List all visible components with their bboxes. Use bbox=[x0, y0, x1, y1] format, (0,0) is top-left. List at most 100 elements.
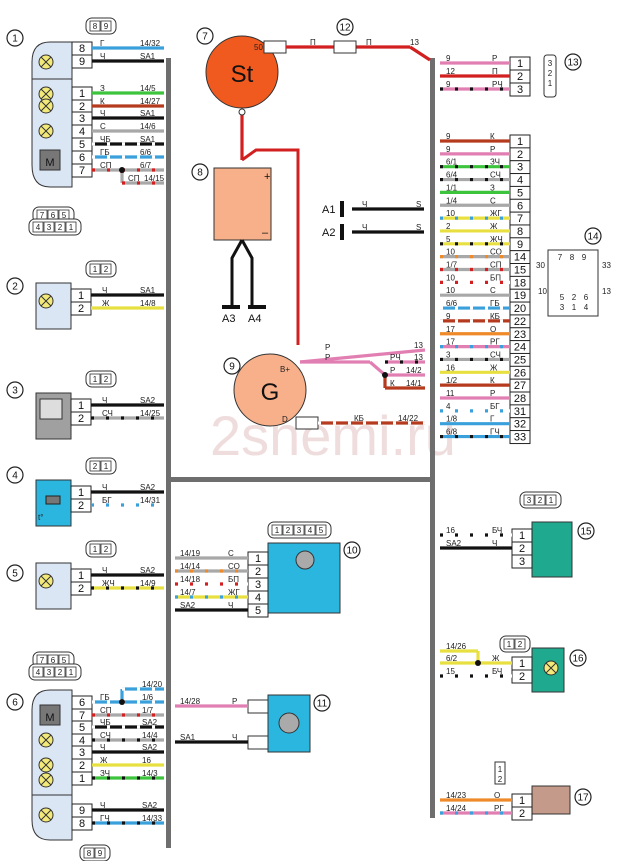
motor-label: M bbox=[45, 712, 54, 724]
comp6-plug-top-num: 6 bbox=[51, 656, 56, 665]
comp10-plug-cell bbox=[304, 524, 316, 536]
comp17-body bbox=[531, 785, 571, 815]
comp14-wire-src: 10 bbox=[446, 286, 455, 295]
comp13-wire-code: П bbox=[492, 67, 498, 76]
ground-label-A4: A4 bbox=[248, 313, 261, 325]
comp3-wire-code: Ч bbox=[102, 396, 107, 405]
gen-wire-code: РЧ bbox=[390, 353, 401, 362]
comp16-plug-cell bbox=[503, 638, 515, 650]
comp6-pin: 2 bbox=[79, 760, 85, 772]
comp2-plug-cell bbox=[100, 263, 112, 275]
comp10-wire-code: С bbox=[228, 549, 234, 558]
comp14-side: 30 bbox=[536, 261, 545, 270]
comp14-wire-code: БГ bbox=[490, 402, 500, 411]
comp17-wire-code: РГ bbox=[494, 804, 504, 813]
comp15-body bbox=[531, 521, 573, 578]
comp2-wire-dest: 14/8 bbox=[140, 299, 156, 308]
comp7-number: 7 bbox=[202, 32, 208, 43]
battery-ground-wires bbox=[230, 239, 254, 305]
comp13-wire-src: 9 bbox=[446, 80, 451, 89]
comp1-pin: 2 bbox=[79, 101, 85, 113]
comp1-pin: 7 bbox=[79, 165, 85, 177]
terminal-dot bbox=[238, 108, 246, 116]
comp14-plug-num: 9 bbox=[582, 253, 587, 262]
comp1-wire-code: СП bbox=[100, 161, 112, 170]
battery-minus: – bbox=[262, 227, 269, 239]
comp6-pin: 9 bbox=[79, 805, 85, 817]
comp14-pin: 18 bbox=[514, 277, 526, 289]
comp1-plug-main-bot-cell bbox=[65, 221, 77, 233]
comp14-pin: 32 bbox=[514, 419, 526, 431]
comp16-wire-code: БЧ bbox=[492, 667, 502, 676]
comp14-wire-code: С bbox=[490, 196, 496, 205]
comp3-wire-dest: 14/25 bbox=[140, 409, 161, 418]
starter-body bbox=[205, 35, 279, 109]
comp5-plug-num: 1 bbox=[93, 545, 98, 554]
comp3-number-circle bbox=[6, 381, 24, 399]
comp10-wire-code: БП bbox=[228, 575, 239, 584]
lamp-cross bbox=[40, 88, 52, 100]
comp15-plug-num: 1 bbox=[549, 496, 554, 505]
comp6-plug-top-num: 7 bbox=[40, 656, 45, 665]
fan-motor-icon bbox=[278, 712, 300, 734]
gen-wire-dest: 14/2 bbox=[406, 366, 422, 375]
comp5-wire-dest: 14/9 bbox=[140, 579, 156, 588]
comp14-wire-code: К bbox=[490, 132, 495, 141]
comp11-wire-src: SA1 bbox=[180, 733, 196, 742]
comp6-wire-dest: 14/3 bbox=[142, 769, 158, 778]
comp14-wire-src: 9 bbox=[446, 145, 451, 154]
comp6-plug-bottom-cell bbox=[94, 847, 106, 859]
comp6-plug-bot-cell bbox=[43, 666, 55, 678]
comp10-pin: 3 bbox=[255, 579, 261, 591]
comp6-wire-code: СЧ bbox=[100, 731, 111, 740]
gen-wire-code: Р bbox=[390, 366, 395, 375]
motor-icon bbox=[39, 149, 61, 171]
generator-d-terminal bbox=[295, 416, 319, 430]
comp2-plug-num: 1 bbox=[93, 265, 98, 274]
comp6-wire-code: ГБ bbox=[100, 693, 110, 702]
comp6-pin: 8 bbox=[79, 818, 85, 830]
comp1-wire-dest: 14/32 bbox=[140, 39, 161, 48]
comp2-plug-num: 2 bbox=[104, 265, 109, 274]
comp10-wire-code: СО bbox=[228, 562, 240, 571]
comp15-plug-cell bbox=[545, 494, 557, 506]
comp16-number: 16 bbox=[572, 654, 584, 665]
comp14-pin: 8 bbox=[517, 226, 523, 238]
comp6-number-circle bbox=[6, 693, 24, 711]
lamp-cross bbox=[545, 662, 557, 674]
comp14-wire-src: 9 bbox=[446, 132, 451, 141]
comp1-wire-dest: 14/6 bbox=[140, 122, 156, 131]
comp6-wire-dest: 14/4 bbox=[142, 731, 158, 740]
comp1-wire-dest: 14/5 bbox=[140, 84, 156, 93]
comp14-pin: 9 bbox=[517, 239, 523, 251]
comp1-wire-code: З bbox=[100, 84, 105, 93]
comp14-wire-src: 16 bbox=[446, 363, 455, 372]
lamp-cross bbox=[40, 100, 52, 112]
comp1-plug-main-top-num: 5 bbox=[62, 211, 67, 220]
comp1-pin: 4 bbox=[79, 126, 85, 138]
comp16-wire-code: Ж bbox=[492, 654, 500, 663]
comp16-wire-src: 15 bbox=[446, 667, 455, 676]
comp1-plug-main-top-num: 7 bbox=[40, 211, 45, 220]
comp1-wire-code: ГБ bbox=[100, 148, 110, 157]
comp10-plug-cell bbox=[315, 524, 327, 536]
comp17-plug-num: 1 bbox=[498, 765, 503, 774]
comp16-number-circle bbox=[569, 649, 587, 667]
comp14-wire-src: 6/6 bbox=[446, 299, 458, 308]
comp11-wire-src: 14/28 bbox=[180, 697, 201, 706]
comp10-wire-src: 14/7 bbox=[180, 588, 196, 597]
comp15-wire-code: БЧ bbox=[492, 526, 502, 535]
comp14-wire-src: 17 bbox=[446, 338, 455, 347]
comp6-pin: 4 bbox=[79, 735, 85, 747]
comp6-plug-bot-num: 4 bbox=[36, 668, 41, 677]
comp10-plug-num: 5 bbox=[319, 526, 324, 535]
comp1-pin: 9 bbox=[79, 56, 85, 68]
comp10-plug-num: 4 bbox=[308, 526, 313, 535]
comp15-wire-code: Ч bbox=[492, 539, 497, 548]
comp14-wire-code: Г bbox=[490, 415, 495, 424]
comp14-wire-src: 10 bbox=[446, 209, 455, 218]
comp14-wire-code: О bbox=[490, 325, 496, 334]
comp13-plug-num: 2 bbox=[548, 69, 553, 78]
ground-label-A2: A2 bbox=[322, 227, 335, 239]
gen-wire-dest: 13 bbox=[414, 353, 423, 362]
